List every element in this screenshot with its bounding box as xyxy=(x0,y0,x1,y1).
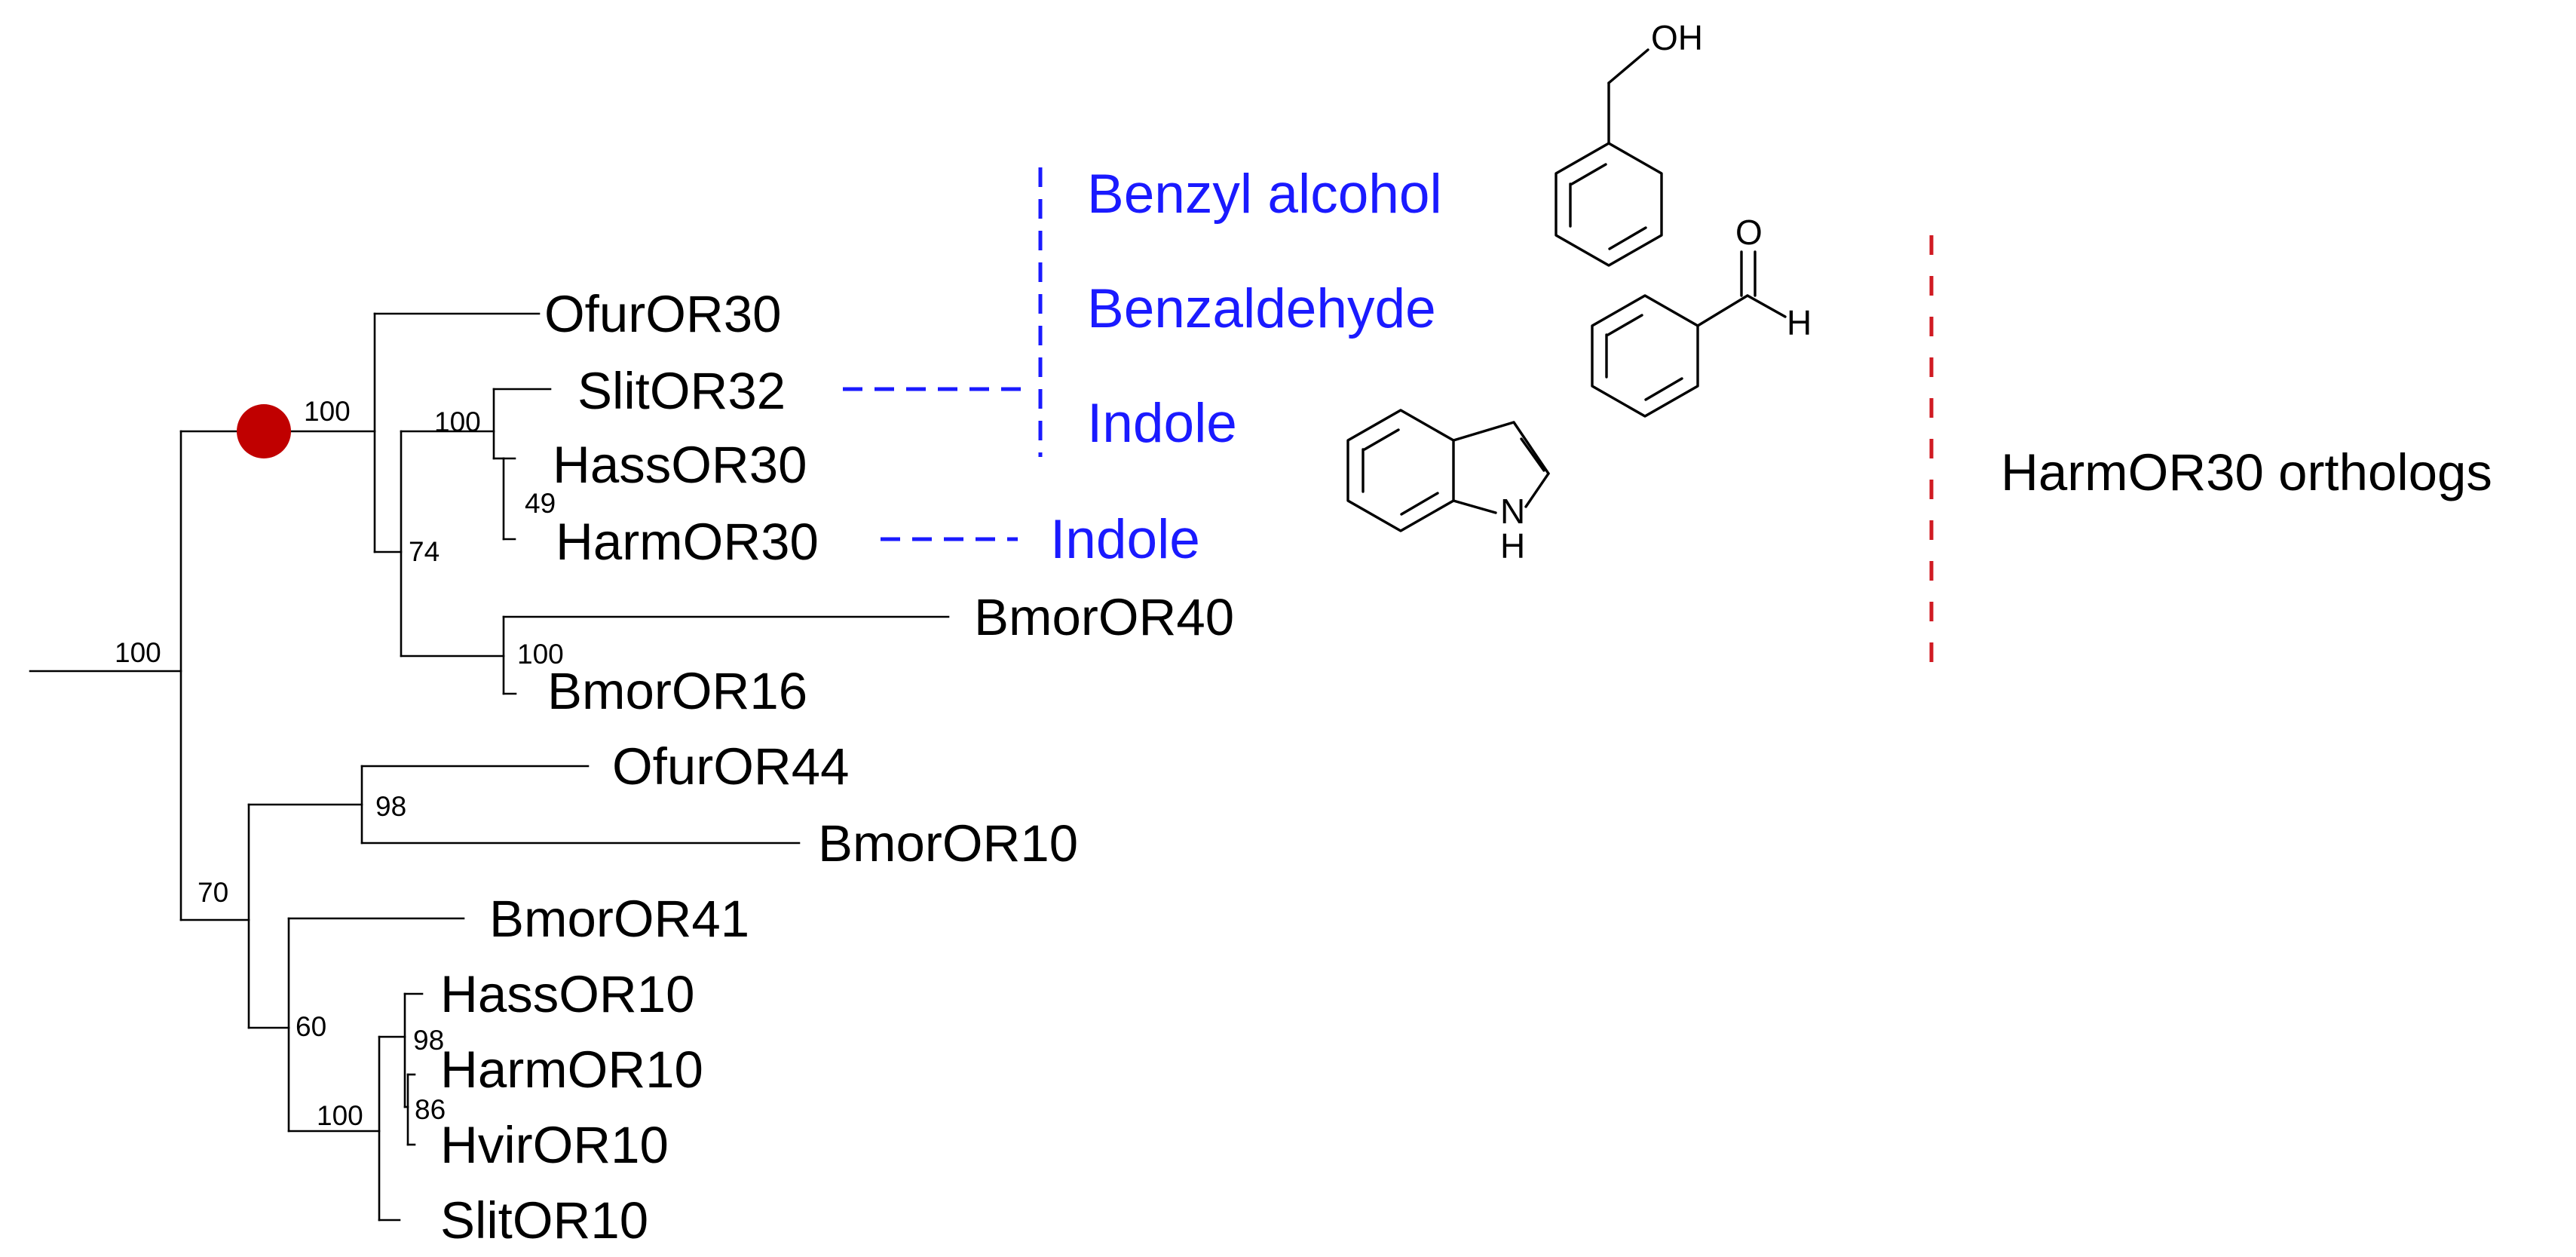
bootstrap-value: 100 xyxy=(434,406,481,437)
tree-branches xyxy=(29,312,950,1222)
taxon-label: BmorOR41 xyxy=(489,890,749,948)
benzyl-alcohol-structure: OH xyxy=(1554,18,1703,267)
orthologs-label: HarmOR30 orthologs xyxy=(2001,443,2492,501)
bootstrap-value: 100 xyxy=(304,396,351,427)
aldehyde-oxygen-label: O xyxy=(1735,213,1763,252)
highlight-node-dot xyxy=(237,404,291,458)
taxon-label: HarmOR10 xyxy=(440,1041,703,1099)
ligand-labels: Benzyl alcohol Benzaldehyde Indole Indol… xyxy=(1050,164,1442,570)
ligand-label: Indole xyxy=(1087,393,1237,454)
bootstrap-value: 86 xyxy=(415,1094,446,1125)
taxon-labels: OfurOR30 SlitOR32 HassOR30 HarmOR30 Bmor… xyxy=(440,285,1234,1249)
taxon-label: OfurOR30 xyxy=(544,285,781,343)
bootstrap-values: 100 100 100 49 74 100 70 98 60 98 86 100 xyxy=(115,396,564,1131)
taxon-label: BmorOR40 xyxy=(974,588,1234,646)
indole-structure: N H xyxy=(1346,409,1550,566)
bootstrap-value: 100 xyxy=(517,639,564,670)
taxon-label: HarmOR30 xyxy=(556,513,819,571)
indole-n-label: N xyxy=(1500,492,1525,531)
ligand-label: Benzyl alcohol xyxy=(1087,164,1442,225)
taxon-label: BmorOR10 xyxy=(818,814,1078,872)
bootstrap-value: 74 xyxy=(409,536,440,567)
ligand-label: Benzaldehyde xyxy=(1087,278,1436,339)
bootstrap-value: 98 xyxy=(375,791,406,822)
bootstrap-value: 100 xyxy=(317,1100,363,1131)
bootstrap-value: 70 xyxy=(198,877,228,908)
taxon-label: SlitOR32 xyxy=(577,362,786,420)
taxon-label: SlitOR10 xyxy=(440,1191,648,1249)
indole-h-label: H xyxy=(1500,526,1525,566)
bootstrap-value: 60 xyxy=(296,1011,326,1042)
taxon-label: BmorOR16 xyxy=(547,662,807,720)
taxon-label: HassOR30 xyxy=(553,436,807,494)
taxon-label: HassOR10 xyxy=(440,965,694,1023)
bootstrap-value: 49 xyxy=(525,488,556,519)
benzaldehyde-structure: O H xyxy=(1591,213,1812,418)
oh-label: OH xyxy=(1651,18,1703,57)
ligand-connectors xyxy=(843,167,1043,541)
taxon-label: OfurOR44 xyxy=(612,737,849,796)
bootstrap-value: 100 xyxy=(115,637,161,668)
bootstrap-value: 98 xyxy=(413,1025,444,1056)
ligand-label: Indole xyxy=(1050,509,1200,570)
aldehyde-hydrogen-label: H xyxy=(1787,303,1812,342)
taxon-label: HvirOR10 xyxy=(440,1116,669,1174)
